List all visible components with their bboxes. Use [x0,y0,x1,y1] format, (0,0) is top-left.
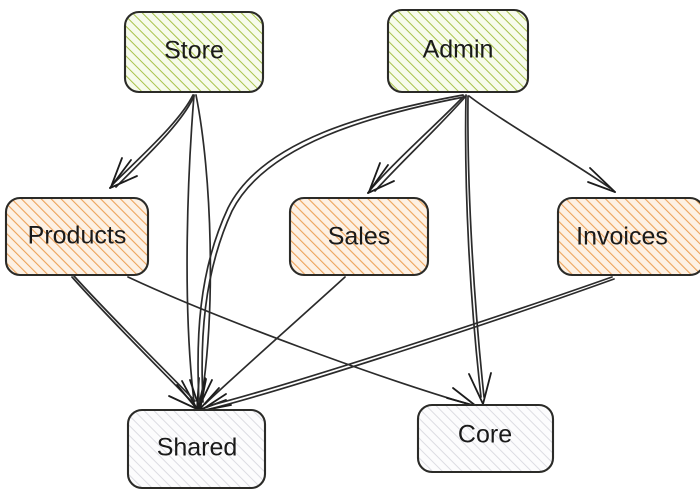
node-products[interactable]: Products [4,196,150,277]
node-sales-label: Sales [328,223,391,251]
node-core-label: Core [458,421,512,449]
node-invoices-shape[interactable] [556,196,700,277]
node-products-shape[interactable] [4,196,150,277]
node-sales-shape[interactable] [288,196,430,277]
edge-admin-shared [189,94,465,411]
edge-products-shared [71,275,198,410]
node-shared-label: Shared [157,434,238,462]
edge-sales-shared [198,276,346,411]
node-shared-shape[interactable] [126,408,267,490]
node-layer: Store Admin Products Sales Invoices Shar [4,8,700,490]
node-invoices[interactable]: Invoices [556,196,700,277]
node-store-label: Store [164,37,224,65]
edge-store-shared-a [181,94,200,410]
edge-admin-sales [367,95,467,194]
node-core[interactable]: Core [416,403,555,474]
edge-layer [71,94,616,412]
node-store-shape[interactable] [123,10,265,94]
edge-invoices-shared [199,276,615,412]
node-admin[interactable]: Admin [386,8,530,94]
node-admin-label: Admin [423,36,494,64]
node-products-label: Products [28,222,127,250]
node-admin-shape[interactable] [386,8,530,94]
node-store[interactable]: Store [123,10,265,94]
edge-store-products [109,94,195,189]
edge-admin-invoices [468,95,616,193]
node-invoices-label: Invoices [576,223,668,251]
edge-admin-core [464,94,492,405]
node-shared[interactable]: Shared [126,408,267,490]
node-sales[interactable]: Sales [288,196,430,277]
node-core-shape[interactable] [416,403,555,474]
